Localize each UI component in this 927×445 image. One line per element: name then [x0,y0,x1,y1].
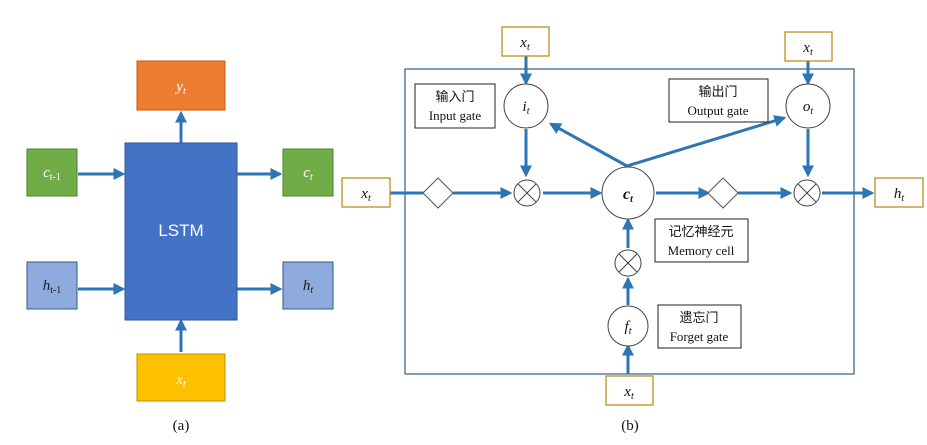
x-left-box [341,177,391,208]
diamond-input-node [422,177,454,209]
multiply-nodes [513,179,821,277]
multiply-icon-output [793,179,821,207]
memory-cell-annotation-box [654,218,749,263]
input-gate-symbol: it [523,99,530,117]
output-gate-symbol: ot [803,99,814,117]
input-gate-en-label: Input gate [429,108,482,123]
input-gate-annotation-box [414,83,496,129]
forget-gate-symbol: ft [625,319,632,337]
c-prev-label: ct-1 [43,165,61,183]
panel-a-caption: (a) [173,418,190,434]
memory-cell-symbol: ct [623,186,634,205]
forget-gate-en-label: Forget gate [670,329,729,344]
input-x-label: xt [175,372,186,390]
forget-gate-cn-label: 遗忘门 [679,311,718,326]
multiply-icon-input [513,179,541,207]
x-bottom-box [605,375,654,406]
x-top-left-label: xt [519,35,530,53]
arrow-cell-to-output-gate [626,115,787,168]
x-bottom-label: xt [623,384,634,402]
panel-a-arrows [78,110,283,352]
panel-a: LSTM yt ct-1 ct ht-1 ht xt (a) [26,60,334,434]
multiply-icon-forget [614,249,642,277]
output-gate-node [785,83,831,129]
c-prev-box [26,148,78,197]
memory-cell-node [601,166,655,220]
memory-cell-en-label: Memory cell [668,243,735,258]
lstm-block [124,142,238,321]
panel-b: xt xt xt ht xt it [341,26,924,434]
output-y-box [136,60,226,111]
panel-b-arrows [390,53,875,374]
panel-b-caption: (b) [621,418,639,434]
h-right-label: ht [894,186,905,204]
h-prev-label: ht-1 [43,278,62,296]
output-gate-en-label: Output gate [687,103,748,118]
c-out-label: ct [303,165,313,183]
x-top-right-box [784,31,833,62]
output-gate-annotation-box [668,78,769,123]
x-top-right-label: xt [802,40,813,58]
input-gate-cn-label: 输入门 [435,89,474,105]
h-prev-box [26,261,78,310]
output-gate-cn-label: 输出门 [698,84,737,100]
h-out-label: ht [303,278,314,296]
forget-gate-annotation-box [657,304,742,349]
h-out-box [282,261,334,310]
memory-cell-cn-label: 记忆神经元 [668,224,733,240]
input-gate-node [503,83,549,129]
x-left-label: xt [360,186,371,204]
output-y-label: yt [174,79,186,97]
arrow-cell-to-input-gate [548,122,628,168]
diamond-output-node [707,177,739,209]
lstm-label: LSTM [158,221,203,240]
c-out-box [282,148,334,197]
input-x-box [136,353,226,402]
forget-gate-node [607,305,649,347]
x-top-left-box [501,26,550,57]
h-right-box [874,177,924,208]
